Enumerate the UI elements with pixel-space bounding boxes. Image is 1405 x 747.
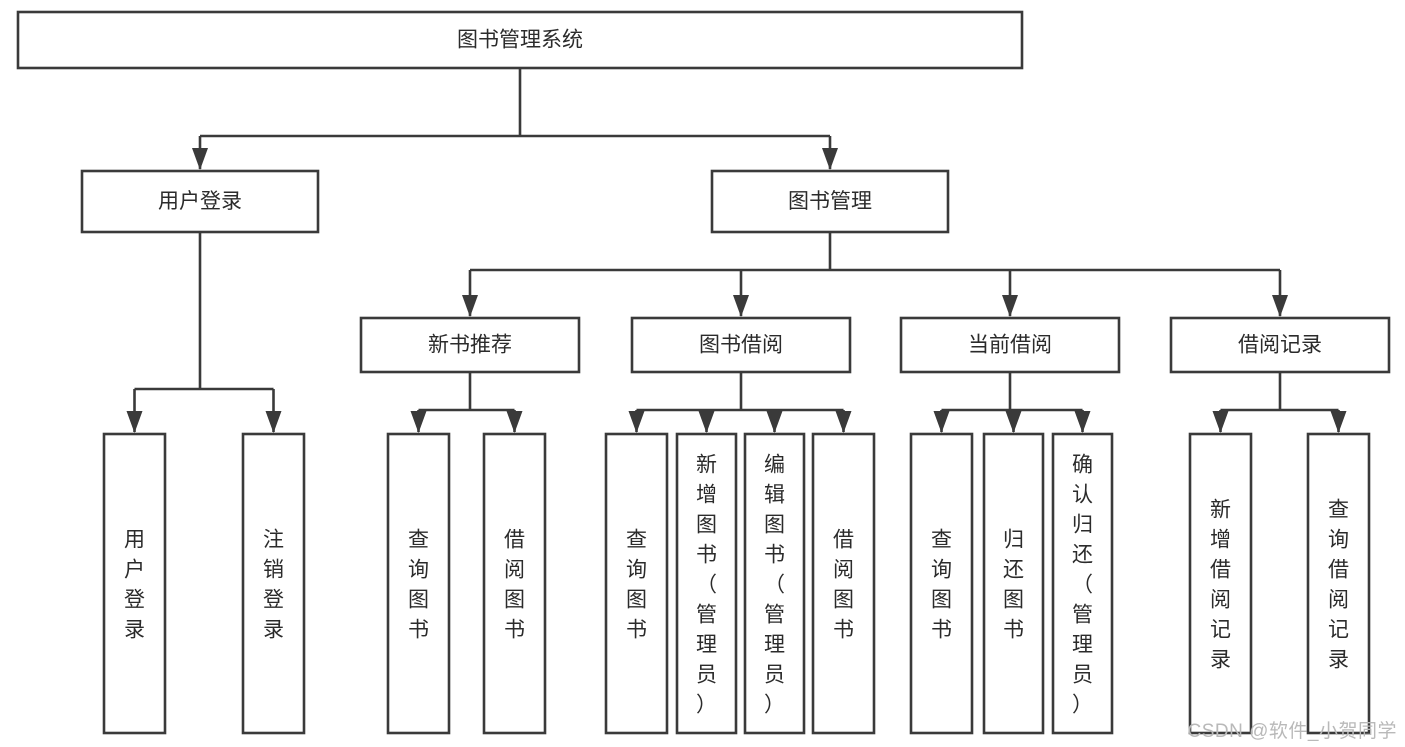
leaf-node-6[interactable]: 编辑图书（管理员）	[743, 432, 806, 735]
node-label: 用户登录	[124, 529, 145, 642]
arrow-level3-2	[1002, 295, 1018, 317]
arrow-leaf-3-1	[1005, 411, 1022, 433]
arrow-level2-0	[192, 148, 208, 170]
node-rect	[1306, 432, 1371, 735]
node-rect	[710, 169, 950, 234]
leaf-node-3[interactable]: 借阅图书	[482, 432, 547, 735]
leaf-node-11[interactable]: 新增借阅记录	[1188, 432, 1253, 735]
node-rect	[1051, 432, 1114, 735]
node-level3-0[interactable]: 新书推荐	[359, 316, 581, 374]
leaf-node-5[interactable]: 新增图书（管理员）	[675, 432, 738, 735]
node-label: 查询图书	[408, 529, 429, 642]
arrow-leaf-0-1	[265, 411, 282, 433]
node-level3-3[interactable]: 借阅记录	[1169, 316, 1391, 374]
arrow-leaf-1-1	[506, 411, 523, 433]
node-label: 图书管理系统	[457, 29, 583, 52]
leaf-node-8[interactable]: 查询图书	[909, 432, 974, 735]
node-label: 归还图书	[1003, 529, 1024, 642]
leaf-node-7[interactable]: 借阅图书	[811, 432, 876, 735]
arrow-leaf-3-0	[933, 411, 950, 433]
arrow-leaf-2-2	[766, 411, 783, 433]
node-rect	[359, 316, 581, 374]
node-rect	[386, 432, 451, 735]
node-rect	[80, 169, 320, 234]
node-level2-1[interactable]: 图书管理	[710, 169, 950, 234]
leaf-node-9[interactable]: 归还图书	[982, 432, 1045, 735]
node-label: 编辑图书（管理员）	[764, 454, 785, 717]
node-label: 用户登录	[158, 190, 242, 213]
node-rect	[982, 432, 1045, 735]
node-rect	[102, 432, 167, 735]
node-label: 图书管理	[788, 190, 872, 213]
node-rect	[16, 10, 1024, 70]
leaf-node-10[interactable]: 确认归还（管理员）	[1051, 432, 1114, 735]
arrow-leaf-4-0	[1212, 411, 1229, 433]
node-label: 借阅图书	[833, 529, 854, 642]
node-label: 注销登录	[263, 529, 284, 642]
node-level3-1[interactable]: 图书借阅	[630, 316, 852, 374]
leaf-node-2[interactable]: 查询图书	[386, 432, 451, 735]
node-label: 确认归还（管理员）	[1072, 454, 1093, 717]
node-layer: 图书管理系统用户登录图书管理新书推荐图书借阅当前借阅借阅记录用户登录注销登录查询…	[16, 10, 1391, 735]
node-rect	[604, 432, 669, 735]
node-rect	[1169, 316, 1391, 374]
node-root-0[interactable]: 图书管理系统	[16, 10, 1024, 70]
arrow-level3-3	[1272, 295, 1288, 317]
arrow-leaf-2-0	[628, 411, 645, 433]
node-label: 新增借阅记录	[1210, 499, 1231, 672]
node-rect	[743, 432, 806, 735]
node-level2-0[interactable]: 用户登录	[80, 169, 320, 234]
node-rect	[241, 432, 306, 735]
node-rect	[899, 316, 1121, 374]
leaf-node-1[interactable]: 注销登录	[241, 432, 306, 735]
node-rect	[482, 432, 547, 735]
arrow-leaf-2-3	[835, 411, 852, 433]
arrow-level2-1	[822, 148, 838, 170]
node-label: 借阅图书	[504, 529, 525, 642]
arrow-level3-1	[733, 295, 749, 317]
node-rect	[675, 432, 738, 735]
arrow-leaf-3-2	[1074, 411, 1091, 433]
arrow-leaf-0-0	[126, 411, 143, 433]
node-rect	[811, 432, 876, 735]
node-label: 图书借阅	[699, 334, 783, 357]
node-label: 当前借阅	[968, 334, 1052, 357]
arrow-leaf-4-1	[1330, 411, 1347, 433]
node-level3-2[interactable]: 当前借阅	[899, 316, 1121, 374]
leaf-node-0[interactable]: 用户登录	[102, 432, 167, 735]
arrow-leaf-2-1	[698, 411, 715, 433]
node-label: 查询图书	[626, 529, 647, 642]
node-label: 查询借阅记录	[1328, 499, 1349, 672]
node-rect	[1188, 432, 1253, 735]
node-label: 查询图书	[931, 529, 952, 642]
node-rect	[909, 432, 974, 735]
leaf-node-12[interactable]: 查询借阅记录	[1306, 432, 1371, 735]
node-label: 借阅记录	[1238, 334, 1322, 357]
connector-layer	[126, 68, 1347, 433]
watermark-label: CSDN @软件_小贺同学	[1187, 721, 1397, 742]
leaf-node-4[interactable]: 查询图书	[604, 432, 669, 735]
arrow-leaf-1-0	[410, 411, 427, 433]
node-rect	[630, 316, 852, 374]
node-label: 新书推荐	[428, 334, 512, 357]
arrow-level3-0	[462, 295, 478, 317]
node-label: 新增图书（管理员）	[696, 454, 717, 717]
